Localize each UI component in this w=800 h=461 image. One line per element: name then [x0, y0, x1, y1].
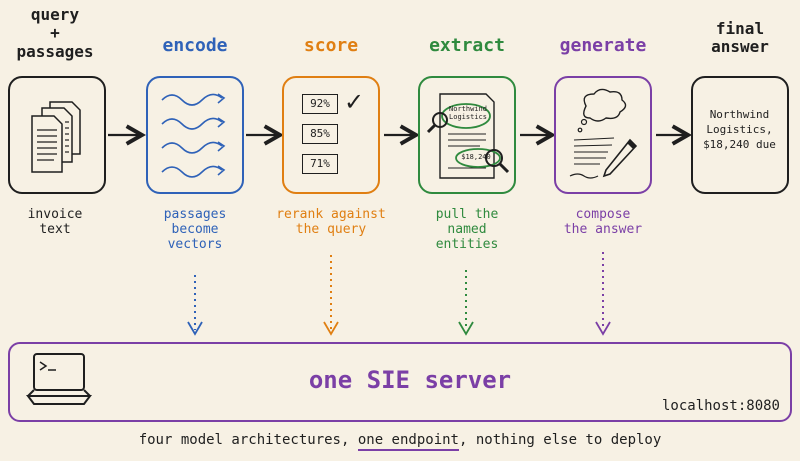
arrow-score-server	[323, 255, 339, 336]
input-box	[8, 76, 106, 194]
entity-amount-text: $18,240	[461, 153, 491, 161]
score-row-2: 85%	[302, 124, 338, 144]
server-host: localhost:8080	[661, 398, 780, 414]
entity-name-text: Northwind Logistics	[449, 105, 487, 121]
magnifier-document-icon	[426, 93, 510, 179]
stage-box-score: 92% ✓ 85% 71%	[282, 76, 380, 194]
footer-caption: four model architectures, one endpoint, …	[0, 432, 800, 451]
stage-box-encode	[146, 76, 244, 194]
stage-box-extract: Northwind Logistics $18,240	[418, 76, 516, 194]
stage-title-generate: generate	[559, 35, 647, 56]
input-title: query + passages	[16, 5, 94, 61]
vector-waves-icon	[161, 93, 226, 178]
output-box: Northwind Logistics, $18,240 due	[691, 76, 789, 194]
sie-server-panel: one SIE server localhost:8080	[8, 342, 792, 422]
document-stack-icon	[31, 101, 81, 173]
footer-highlight: one endpoint	[357, 432, 459, 451]
footer-text-before: four model architectures,	[138, 432, 358, 448]
score-list-icon: 92% ✓ 85% 71%	[284, 78, 377, 191]
score-row-1: 92%	[302, 94, 338, 114]
stage-caption-extract: pull the named entities	[435, 207, 499, 252]
laptop-terminal-icon	[26, 353, 92, 405]
stage-title-encode: encode	[162, 35, 228, 56]
input-caption: invoice text	[27, 207, 83, 237]
final-answer-text: Northwind Logistics, $18,240 due	[703, 108, 776, 151]
arrow-encode-server	[187, 275, 203, 336]
stage-title-extract: extract	[429, 35, 505, 56]
score-row-3: 71%	[302, 154, 338, 174]
stage-caption-encode: passages become vectors	[163, 207, 227, 252]
arrow-generate-server	[595, 252, 611, 336]
stage-caption-score: rerank against the query	[276, 207, 386, 237]
arrow-extract-server	[458, 270, 474, 336]
stage-caption-generate: compose the answer	[563, 207, 643, 237]
server-title: one SIE server	[308, 366, 512, 394]
stage-box-generate	[554, 76, 652, 194]
stage-title-score: score	[303, 35, 359, 56]
footer-text-after: , nothing else to deploy	[459, 432, 662, 448]
output-title: final answer	[711, 19, 769, 57]
pen-writing-icon	[569, 88, 638, 179]
checkmark-icon: ✓	[344, 88, 365, 116]
